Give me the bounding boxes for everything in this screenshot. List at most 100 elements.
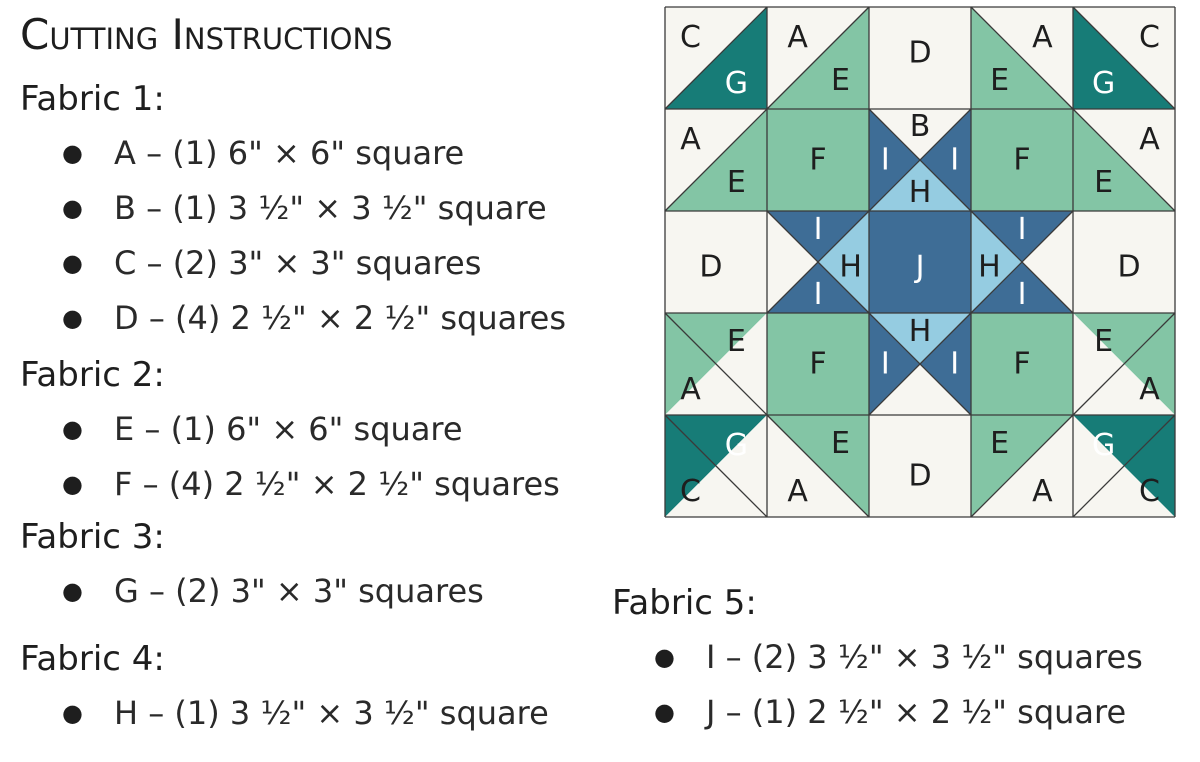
patch-f	[971, 109, 1073, 211]
cut-item-e: E – (1) 6" × 6" square	[62, 402, 560, 457]
block-seams	[664, 6, 1176, 518]
cut-item-i: I – (2) 3 ½" × 3 ½" squares	[654, 630, 1143, 685]
fabric-3-heading: Fabric 3:	[20, 517, 165, 557]
label-c: C	[680, 474, 701, 509]
patch-i	[869, 313, 920, 415]
label-d: D	[699, 250, 722, 285]
patch-h	[818, 211, 869, 313]
fabric-1-cut-list: A – (1) 6" × 6" square B – (1) 3 ½" × 3 …	[62, 126, 566, 346]
label-h: H	[909, 314, 932, 349]
seam-line	[970, 6, 1074, 110]
label-e: E	[727, 324, 746, 359]
label-f: F	[1013, 347, 1030, 382]
label-a: A	[1139, 372, 1160, 407]
seam-line	[664, 108, 768, 212]
label-e: E	[727, 165, 746, 200]
label-h: H	[909, 175, 932, 210]
label-j: J	[914, 250, 925, 285]
patch-h	[869, 160, 971, 211]
patch-h	[869, 313, 971, 364]
seam-line	[664, 312, 768, 416]
page-title: Cutting Instructions	[20, 10, 393, 59]
fabric-5-cut-list: I – (2) 3 ½" × 3 ½" squares J – (1) 2 ½"…	[654, 630, 1143, 740]
label-d: D	[908, 459, 931, 494]
label-i: I	[950, 347, 959, 382]
seam-line	[1072, 312, 1176, 416]
label-c: C	[1139, 20, 1160, 55]
patch-i	[920, 313, 971, 415]
label-g: G	[725, 66, 748, 101]
cut-item-d: D – (4) 2 ½" × 2 ½" squares	[62, 291, 566, 346]
seam-line	[766, 6, 870, 110]
patch-d	[869, 7, 971, 109]
label-a: A	[680, 372, 701, 407]
label-i: I	[814, 212, 823, 247]
patch-d	[1073, 211, 1175, 313]
cut-item-b: B – (1) 3 ½" × 3 ½" square	[62, 181, 566, 236]
seam-line	[1072, 108, 1176, 212]
seam-line	[664, 6, 768, 110]
label-i: I	[950, 143, 959, 178]
seam-line	[766, 210, 870, 314]
label-c: C	[1139, 474, 1160, 509]
patch-b	[767, 211, 818, 313]
label-g: G	[1092, 66, 1115, 101]
seam-line	[1072, 6, 1176, 110]
label-f: F	[1013, 143, 1030, 178]
label-i: I	[1018, 212, 1027, 247]
seam-line	[766, 414, 870, 518]
fabric-2-cut-list: E – (1) 6" × 6" square F – (4) 2 ½" × 2 …	[62, 402, 560, 512]
patch-i	[971, 262, 1073, 313]
label-i: I	[814, 277, 823, 312]
patch-f	[767, 109, 869, 211]
cut-item-a: A – (1) 6" × 6" square	[62, 126, 566, 181]
cut-item-c: C – (2) 3" × 3" squares	[62, 236, 566, 291]
fabric-5-heading: Fabric 5:	[612, 583, 757, 623]
cut-item-f: F – (4) 2 ½" × 2 ½" squares	[62, 457, 560, 512]
seam-line	[868, 312, 972, 416]
label-a: A	[1139, 122, 1160, 157]
seam-line	[970, 414, 1074, 518]
label-d: D	[908, 35, 931, 70]
label-a: A	[787, 474, 808, 509]
fabric-3-cut-list: G – (2) 3" × 3" squares	[62, 564, 484, 619]
patch-d	[665, 211, 767, 313]
patch-i	[767, 211, 869, 262]
patch-d	[869, 415, 971, 517]
label-e: E	[990, 63, 1009, 98]
label-f: F	[809, 347, 826, 382]
label-g: G	[1092, 428, 1115, 463]
label-a: A	[680, 122, 701, 157]
patch-b	[1022, 211, 1073, 313]
patch-f	[767, 313, 869, 415]
patch-i	[920, 109, 971, 211]
label-a: A	[1032, 20, 1053, 55]
fabric-4-heading: Fabric 4:	[20, 639, 165, 679]
label-f: F	[809, 143, 826, 178]
fabric-4-cut-list: H – (1) 3 ½" × 3 ½" square	[62, 686, 549, 741]
label-i: I	[881, 347, 890, 382]
patch-f	[971, 313, 1073, 415]
label-g: G	[725, 428, 748, 463]
seam-line	[664, 414, 768, 518]
label-e: E	[831, 426, 850, 461]
label-e: E	[1094, 324, 1113, 359]
label-e: E	[990, 426, 1009, 461]
patch-b	[869, 364, 971, 415]
seam-line	[1072, 414, 1176, 518]
label-h: H	[978, 250, 1001, 285]
label-a: A	[787, 20, 808, 55]
label-h: H	[839, 250, 862, 285]
label-d: D	[1118, 250, 1141, 285]
patch-i	[971, 211, 1073, 262]
patch-i	[767, 262, 869, 313]
cut-item-j: J – (1) 2 ½" × 2 ½" square	[654, 685, 1143, 740]
label-e: E	[1094, 165, 1113, 200]
seam-line	[970, 210, 1074, 314]
label-b: B	[910, 109, 931, 144]
patch-i	[869, 109, 920, 211]
label-c: C	[680, 20, 701, 55]
label-e: E	[831, 63, 850, 98]
